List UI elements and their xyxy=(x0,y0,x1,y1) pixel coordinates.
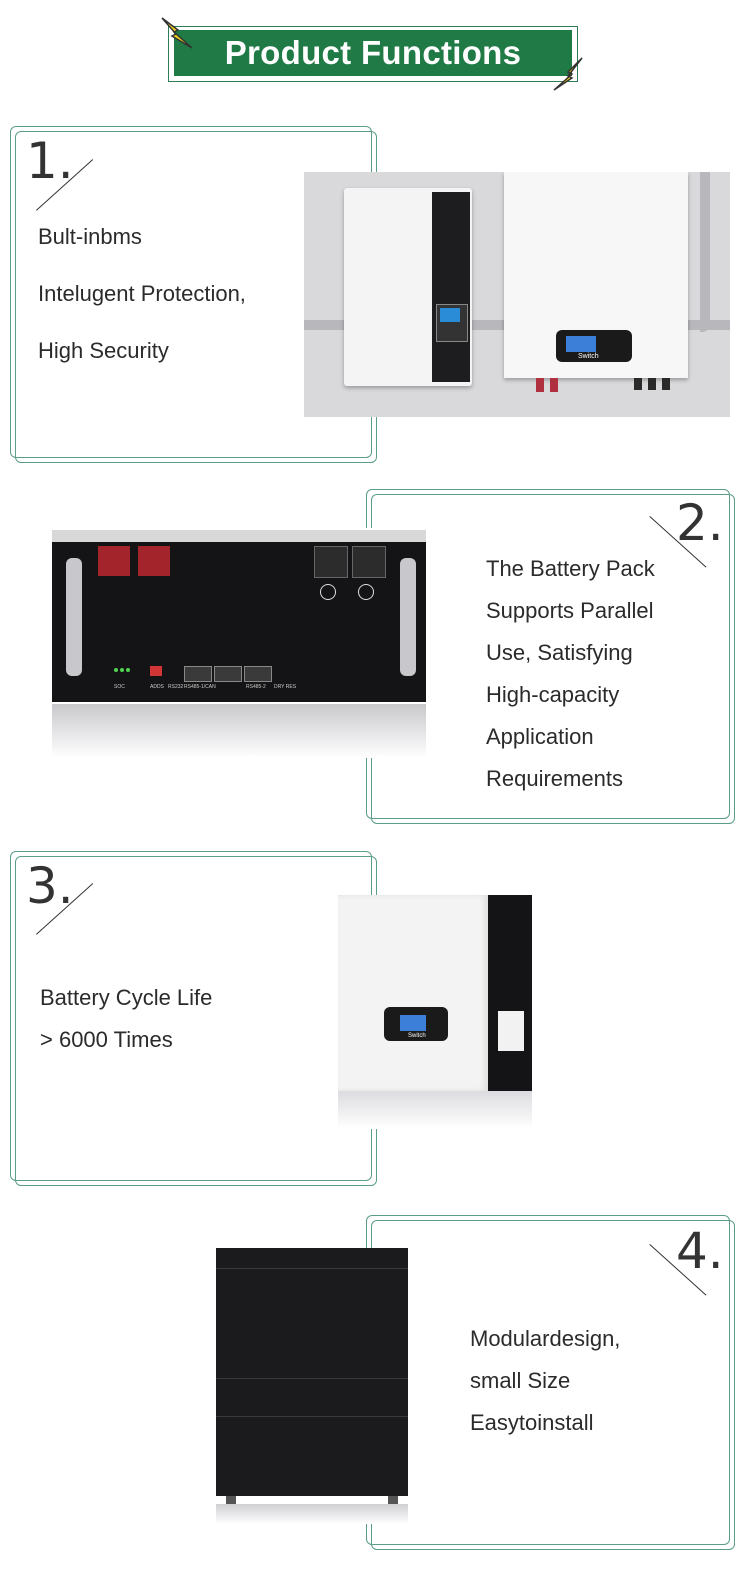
lightning-bolt-icon-right xyxy=(553,57,583,91)
product-image-rack-battery: SOC ADDS RS232 RS485-1/CAN RS485-2 DRY R… xyxy=(50,528,428,758)
header-banner: Product Functions xyxy=(168,26,578,82)
page-title: Product Functions xyxy=(224,34,522,71)
product-image-modular-cabinet xyxy=(216,1248,408,1524)
lightning-bolt-icon-left xyxy=(161,17,193,49)
port-label-dry: DRY RES xyxy=(274,684,297,690)
feature-line: Supports Parallel xyxy=(486,598,654,623)
section-number-4: 4. xyxy=(676,1222,724,1280)
feature-line: Battery Cycle Life xyxy=(40,985,213,1010)
feature-line: High-capacity xyxy=(486,682,620,707)
feature-line: > 6000 Times xyxy=(40,1027,173,1052)
feature-line: Intelugent Protection, xyxy=(38,281,246,306)
feature-text-1: Bult-inbms Intelugent Protection, High S… xyxy=(38,224,246,364)
banner-fill: Product Functions xyxy=(174,30,572,76)
port-label-adds: ADDS xyxy=(150,684,164,690)
section-number-1: 1. xyxy=(26,132,74,190)
feature-line: Bult-inbms xyxy=(38,224,142,249)
switch-label: Switch xyxy=(578,353,599,360)
feature-line: Modulardesign, xyxy=(470,1326,621,1351)
port-label-rs485-2: RS485-2 xyxy=(246,684,266,690)
feature-line: small Size xyxy=(470,1368,571,1393)
port-label-rs485-1: RS485-1/CAN xyxy=(184,684,216,690)
feature-line: Requirements xyxy=(486,766,623,791)
port-label-soc: SOC xyxy=(114,684,125,690)
feature-text-3: Battery Cycle Life > 6000 Times xyxy=(40,985,212,1053)
feature-line: Easytoinstall xyxy=(470,1410,594,1435)
feature-text-2: The Battery Pack Supports Parallel Use, … xyxy=(486,556,655,792)
feature-line: Use, Satisfying xyxy=(486,640,633,665)
product-image-wall-batteries: Switch xyxy=(304,172,730,417)
feature-line: The Battery Pack xyxy=(486,556,655,581)
switch-label: Switch xyxy=(408,1033,426,1039)
feature-text-4: Modulardesign, small Size Easytoinstall xyxy=(470,1326,620,1436)
feature-line: Application xyxy=(486,724,594,749)
feature-line: High Security xyxy=(38,338,169,363)
product-image-wall-battery-side: Switch xyxy=(338,895,534,1129)
section-number-2: 2. xyxy=(676,494,724,552)
banner-frame xyxy=(168,26,578,82)
port-label-rs232: RS232 xyxy=(168,684,184,690)
